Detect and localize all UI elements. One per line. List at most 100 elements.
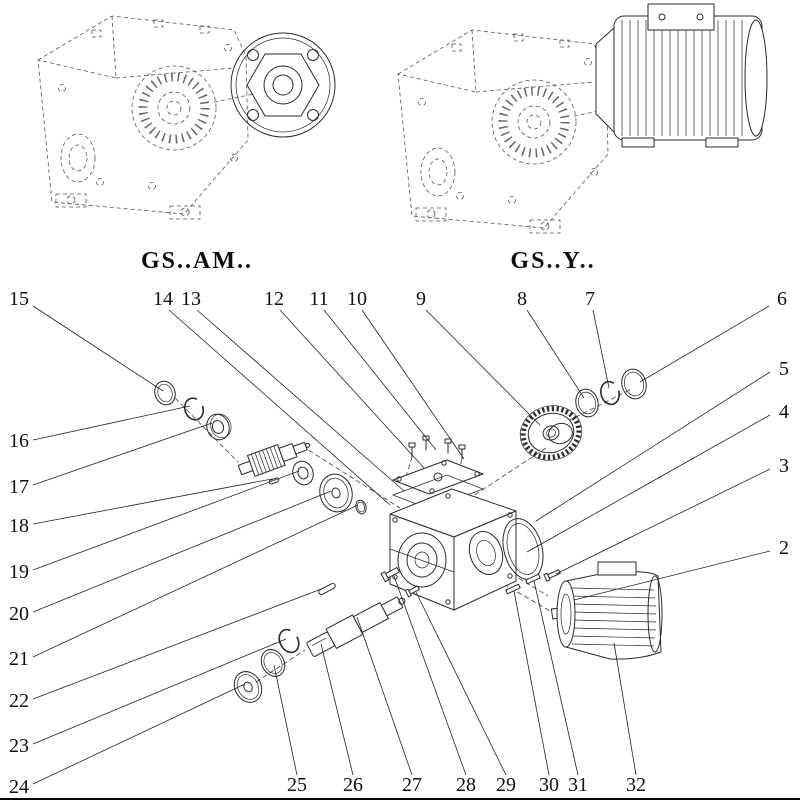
variant-label-gs-am: GS..AM.. <box>141 248 253 274</box>
callout-label-12: 12 <box>264 288 284 310</box>
gs-y-drawing <box>398 3 768 233</box>
leader-line-12 <box>279 309 425 469</box>
leader-line-2 <box>573 550 771 601</box>
parallel-key <box>318 582 336 596</box>
exploded-view: 1514131211109876543216171819202122232425… <box>9 288 789 798</box>
helical-gear <box>519 405 583 461</box>
shim-ring <box>575 388 599 418</box>
callout-label-17: 17 <box>9 476 29 498</box>
spacer-ring <box>355 499 367 515</box>
leader-line-15 <box>32 305 164 392</box>
leader-line-14 <box>168 309 391 506</box>
leader-line-19 <box>32 470 300 571</box>
gearbox-housing-ghost <box>398 30 614 233</box>
callout-label-10: 10 <box>347 288 367 310</box>
callout-label-22: 22 <box>9 690 29 712</box>
callout-label-30: 30 <box>539 774 559 796</box>
variant-label-gs-y: GS..Y.. <box>510 248 596 274</box>
leader-line-10 <box>361 309 465 460</box>
hex-bolt <box>543 569 561 582</box>
stud <box>525 573 541 585</box>
callout-label-28: 28 <box>456 774 476 796</box>
callout-label-2: 2 <box>779 537 789 559</box>
callout-label-20: 20 <box>9 603 29 625</box>
leader-line-27 <box>356 616 413 776</box>
leader-line-4 <box>526 414 771 553</box>
oil-seal-washer <box>233 671 263 703</box>
leader-line-9 <box>425 309 541 426</box>
leader-line-3 <box>555 468 771 575</box>
callout-label-27: 27 <box>402 774 422 796</box>
callout-label-4: 4 <box>779 401 789 423</box>
callout-label-25: 25 <box>287 774 307 796</box>
leader-line-23 <box>32 638 287 745</box>
callout-label-14: 14 <box>153 288 173 310</box>
callout-label-18: 18 <box>9 515 29 537</box>
callout-label-24: 24 <box>9 776 29 798</box>
retaining-ring <box>278 628 300 654</box>
callout-label-23: 23 <box>9 735 29 757</box>
motor-fins <box>621 20 743 136</box>
leader-line-21 <box>32 504 359 658</box>
callout-label-7: 7 <box>585 288 595 310</box>
leader-line-5 <box>535 371 771 522</box>
hex-bolt <box>380 567 400 583</box>
output-flange <box>230 32 336 138</box>
callout-label-5: 5 <box>779 358 789 380</box>
callout-label-13: 13 <box>181 288 201 310</box>
motor-drawing <box>595 3 768 148</box>
page-bottom-rule <box>0 798 800 800</box>
terminal-box <box>597 561 637 576</box>
retaining-ring <box>183 397 205 421</box>
leader-line-18 <box>32 478 273 525</box>
bearing-ring <box>260 649 286 677</box>
callout-label-31: 31 <box>568 774 588 796</box>
leader-line-30 <box>513 590 550 776</box>
retaining-ring <box>600 380 620 406</box>
leader-line-29 <box>415 591 507 776</box>
callout-label-9: 9 <box>416 288 426 310</box>
callout-label-8: 8 <box>517 288 527 310</box>
callout-label-3: 3 <box>779 455 789 477</box>
gearbox-housing-ghost <box>38 16 254 219</box>
output-shaft <box>306 596 406 657</box>
callout-label-19: 19 <box>9 561 29 583</box>
leader-line-17 <box>32 422 213 486</box>
leader-line-22 <box>32 587 325 700</box>
callout-label-32: 32 <box>626 774 646 796</box>
cover-plate <box>392 459 484 495</box>
terminal-box <box>647 3 715 31</box>
hex-bolt <box>404 585 420 598</box>
callout-label-21: 21 <box>9 648 29 670</box>
leader-line-32 <box>613 642 637 776</box>
leader-line-28 <box>393 575 467 776</box>
leader-line-26 <box>320 643 354 776</box>
callout-label-16: 16 <box>9 430 29 452</box>
leader-line-31 <box>533 580 579 776</box>
callout-label-6: 6 <box>777 288 787 310</box>
callout-label-29: 29 <box>496 774 516 796</box>
callout-label-15: 15 <box>9 288 29 310</box>
leader-line-20 <box>32 490 332 613</box>
leader-line-8 <box>526 309 585 399</box>
motor-fins <box>571 587 657 647</box>
callout-label-11: 11 <box>309 288 328 310</box>
leader-line-24 <box>32 683 246 785</box>
worm-shaft <box>237 441 311 477</box>
leader-line-13 <box>196 309 405 492</box>
stud <box>505 583 521 595</box>
motor <box>550 561 663 660</box>
worm-gear-washer <box>319 473 353 513</box>
shaft-seal <box>154 380 176 406</box>
leader-line-25 <box>273 664 298 776</box>
callout-label-26: 26 <box>343 774 363 796</box>
gs-am-drawing <box>38 16 336 219</box>
leader-line-16 <box>32 405 191 441</box>
seal-ring <box>621 368 647 400</box>
ball-bearing <box>206 413 232 441</box>
leader-line-6 <box>639 305 770 383</box>
leader-line-11 <box>323 309 437 451</box>
